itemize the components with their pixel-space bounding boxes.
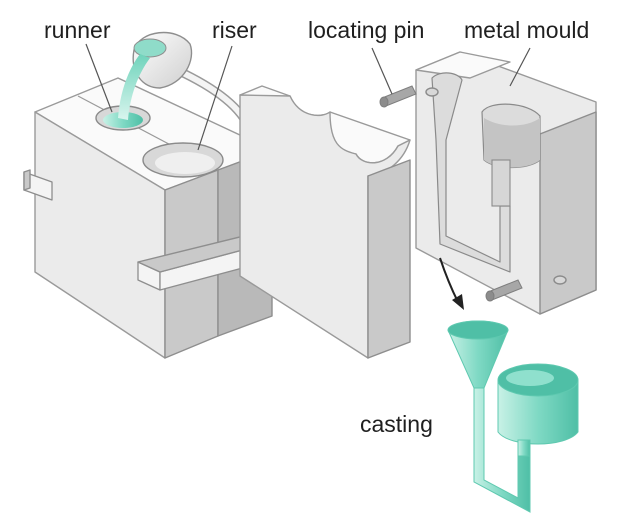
casting-funnel-top — [447, 320, 509, 340]
runner-leader — [85, 43, 113, 113]
casting-riser-neck — [517, 439, 531, 457]
assembled-mould — [23, 77, 281, 359]
riser-hole-inner — [155, 152, 215, 174]
ladle-rim-metal — [133, 38, 167, 58]
casting — [447, 320, 579, 513]
right-half-side-face — [539, 111, 597, 315]
locating-pin-top — [379, 85, 417, 108]
locating-pin-bottom — [485, 279, 523, 302]
riser-label: riser — [212, 17, 257, 43]
middle-half-side-face — [367, 159, 411, 359]
casting-label: casting — [360, 411, 433, 437]
runner-molten-metal — [103, 112, 143, 128]
mould-half-right — [415, 51, 597, 315]
metal-mould-label: metal mould — [464, 17, 589, 43]
casting-riser-body — [497, 379, 579, 445]
runner-label: runner — [44, 17, 111, 43]
pin-hole-top — [425, 87, 439, 97]
removal-arrow-head — [452, 294, 464, 310]
sprue-channel — [431, 72, 511, 273]
casting-riser-top-highlight — [506, 370, 554, 386]
metal-mould-leader — [509, 47, 531, 87]
left-clamp-stub-end — [23, 169, 31, 191]
locating-pins — [379, 85, 523, 302]
pin-hole-bottom — [553, 275, 567, 285]
label-leader-lines — [85, 43, 531, 151]
riser-neck — [491, 159, 511, 207]
riser-leader — [197, 45, 233, 151]
molten-metal-stream — [118, 54, 150, 120]
mould-half-middle — [239, 85, 411, 359]
removal-arrow — [439, 257, 464, 310]
riser-cavity-shade — [484, 118, 540, 168]
locating-pin-leader — [371, 47, 393, 95]
locating-pin-label: locating pin — [308, 17, 424, 43]
